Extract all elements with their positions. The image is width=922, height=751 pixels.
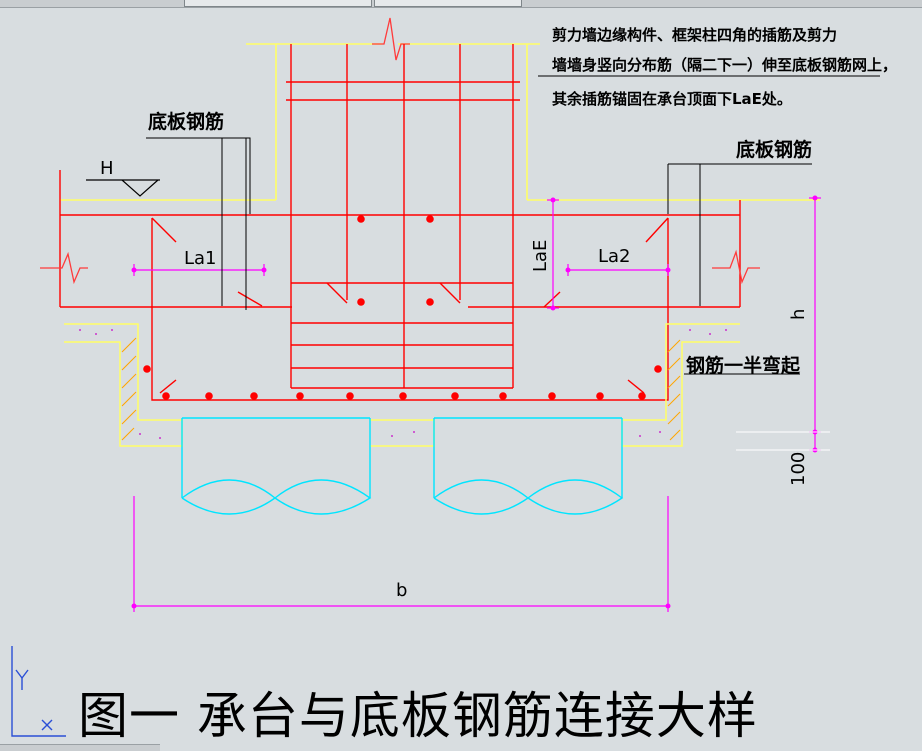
dimension-extension bbox=[736, 431, 830, 451]
drawing-title: 图一 承台与底板钢筋连接大样 bbox=[78, 687, 758, 745]
rebar-dot bbox=[296, 392, 304, 400]
top-break-line bbox=[372, 17, 410, 61]
elevation-marker bbox=[86, 179, 160, 197]
rebar-dot bbox=[451, 392, 459, 400]
rebar-dot bbox=[638, 392, 646, 400]
rebar-dot bbox=[654, 365, 662, 373]
slab-rebar bbox=[59, 170, 741, 401]
toolbar-tab-fragment[interactable] bbox=[184, 0, 372, 7]
rebar-dot bbox=[357, 298, 365, 306]
status-bar-edge bbox=[0, 744, 160, 751]
note-line-1: 剪力墙边缘构件、框架柱四角的插筋及剪力 bbox=[552, 26, 837, 44]
ucs-icon bbox=[11, 646, 66, 737]
rebar-dot bbox=[499, 392, 507, 400]
toolbar-tab-fragment-2[interactable] bbox=[374, 0, 522, 7]
cap-outline bbox=[64, 323, 740, 447]
inserted-bars bbox=[159, 44, 645, 394]
piles bbox=[181, 417, 624, 515]
left-break-line bbox=[40, 251, 88, 285]
rebar-dot bbox=[205, 392, 213, 400]
rebar-dot bbox=[399, 392, 407, 400]
rebar-dot bbox=[357, 215, 365, 223]
leader-lines bbox=[146, 75, 880, 375]
cap-speckle bbox=[79, 329, 727, 439]
dimension-100-label: 100 bbox=[788, 452, 809, 486]
note-line-2: 墙墙身竖向分布筋（隔二下一）伸至底板钢筋网上， bbox=[552, 56, 897, 74]
elevation-H-label: H bbox=[100, 158, 114, 179]
rebar-dot bbox=[250, 392, 258, 400]
h-label: h bbox=[788, 309, 809, 320]
right-slab-rebar-label: 底板钢筋 bbox=[736, 138, 812, 161]
wall-outline bbox=[60, 43, 820, 201]
cap-hatch bbox=[121, 337, 681, 441]
La1-label: La1 bbox=[184, 248, 217, 269]
rebar-dot bbox=[426, 215, 434, 223]
left-slab-rebar-label: 底板钢筋 bbox=[148, 110, 224, 133]
La2-label: La2 bbox=[598, 246, 631, 267]
rebar-dots bbox=[143, 215, 662, 400]
b-label: b bbox=[396, 580, 407, 601]
note-line-3: 其余插筋锚固在承台顶面下LaE处。 bbox=[552, 90, 792, 108]
rebar-dot bbox=[596, 392, 604, 400]
rebar-dot bbox=[143, 365, 151, 373]
right-break-line bbox=[712, 249, 760, 285]
rebar-dot bbox=[346, 392, 354, 400]
half-bent-label: 钢筋一半弯起 bbox=[686, 354, 801, 377]
dimension-ticks bbox=[131, 195, 818, 609]
LaE-label: LaE bbox=[530, 240, 551, 272]
rebar-dot bbox=[426, 298, 434, 306]
rebar-dot bbox=[548, 392, 556, 400]
rebar-dot bbox=[162, 392, 170, 400]
dimensions bbox=[133, 197, 821, 612]
